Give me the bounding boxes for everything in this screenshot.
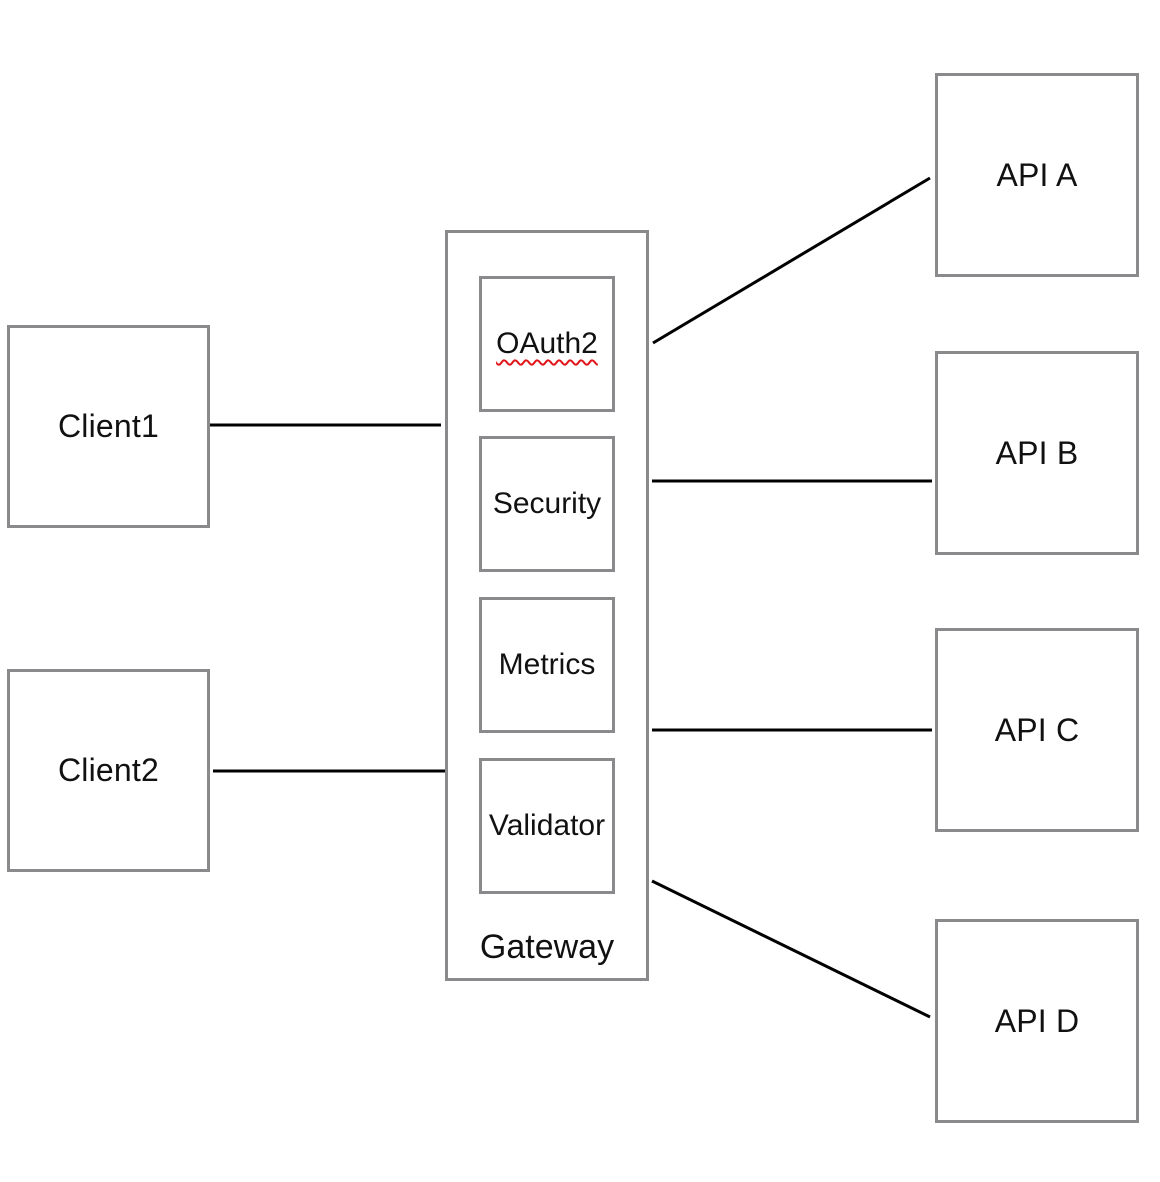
api-b-box: API B (935, 351, 1139, 555)
client1-box: Client1 (7, 325, 210, 528)
api-a-box: API A (935, 73, 1139, 277)
oauth2-label: OAuth2 (496, 327, 598, 360)
api-d-label: API D (994, 1002, 1080, 1039)
validator-module: Validator (479, 758, 615, 894)
api-c-label: API C (994, 711, 1080, 748)
gateway-label: Gateway (479, 928, 615, 966)
metrics-module: Metrics (479, 597, 615, 733)
client2-box: Client2 (7, 669, 210, 872)
client1-label: Client1 (57, 408, 159, 444)
metrics-label: Metrics (498, 648, 596, 681)
edge-gateway-api-d (651, 879, 931, 1019)
gateway-box (445, 230, 649, 981)
api-d-box: API D (935, 919, 1139, 1123)
api-b-label: API B (995, 434, 1079, 471)
api-c-box: API C (935, 628, 1139, 832)
security-module: Security (479, 436, 615, 572)
validator-label: Validator (488, 809, 606, 842)
api-a-label: API A (996, 156, 1078, 193)
client2-label: Client2 (57, 752, 159, 788)
edge-gateway-api-a (652, 176, 931, 345)
oauth2-module: OAuth2 (479, 276, 615, 412)
security-label: Security (492, 487, 602, 520)
